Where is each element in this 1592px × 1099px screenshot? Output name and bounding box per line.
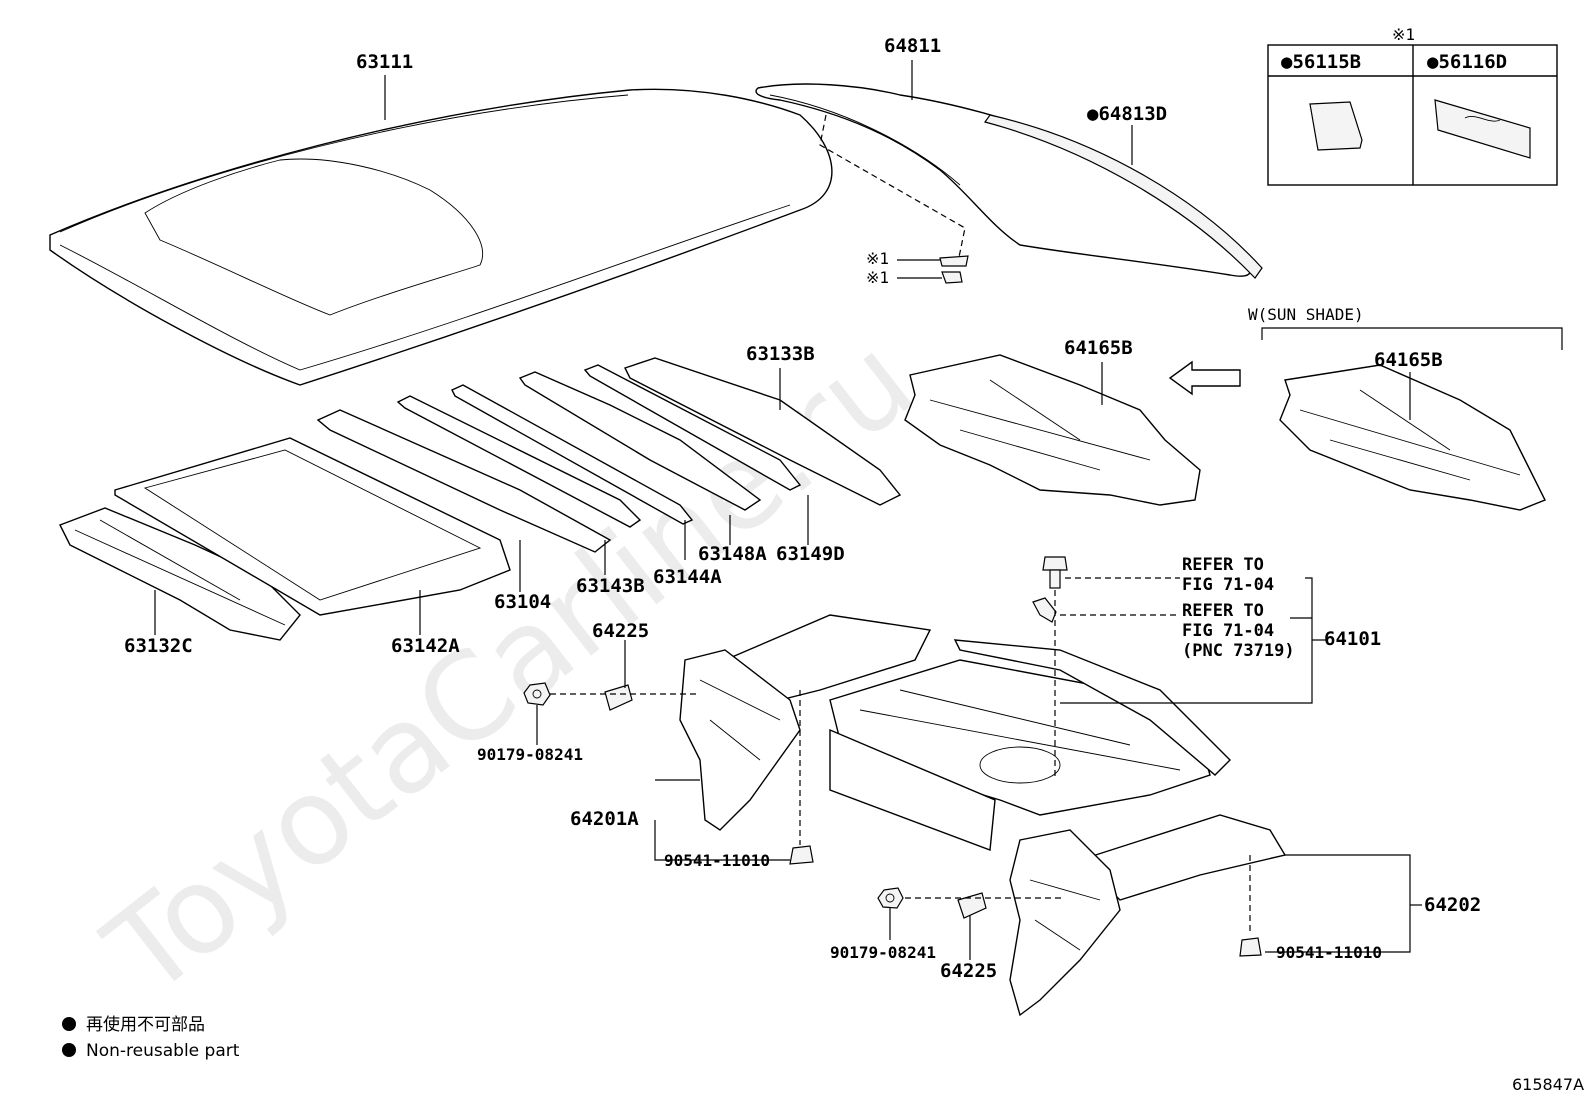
bolt-part <box>1042 556 1068 589</box>
part-label-90541-left: 90541-11010 <box>664 851 770 870</box>
part-label-64165B-shade: 64165B <box>1374 349 1443 371</box>
part-label-64225-bottom: 64225 <box>940 960 997 982</box>
roof-bow-63143B <box>396 395 642 528</box>
legend-bullet-icon-2 <box>62 1043 76 1057</box>
nut-right <box>877 887 904 909</box>
part-label-63148A: 63148A <box>698 543 767 565</box>
part-label-64101: 64101 <box>1324 628 1381 650</box>
legend-japanese: 再使用不可部品 <box>86 1014 205 1035</box>
sunroof-reinforcement-frame <box>114 437 511 616</box>
roof-bow-63149D <box>583 364 802 491</box>
legend-english: Non-reusable part <box>86 1041 240 1061</box>
side-panel-left <box>679 614 932 831</box>
roof-panel <box>49 88 833 386</box>
window-molding <box>984 114 1263 279</box>
refer-note-2-line1: REFER TO <box>1182 601 1264 621</box>
part-label-63132C: 63132C <box>124 635 193 657</box>
part-label-90179-left: 90179-08241 <box>477 745 583 764</box>
refer-note-1-line1: REFER TO <box>1182 555 1264 575</box>
roof-bow-63148A <box>518 371 762 511</box>
rear-header-panel <box>624 357 902 506</box>
front-header-panel <box>59 507 301 641</box>
clip-inset-box <box>1267 44 1558 186</box>
part-label-63149D: 63149D <box>776 543 845 565</box>
inset-label-56116D: ●56116D <box>1427 51 1507 73</box>
roof-bow-63104 <box>316 409 612 553</box>
refer-note-2-line2: FIG 71-04 <box>1182 621 1274 641</box>
part-label-64811: 64811 <box>884 35 941 57</box>
nut-left <box>523 682 551 706</box>
bracket-64225-right <box>957 892 987 919</box>
part-label-64813D: ●64813D <box>1087 103 1167 125</box>
part-label-64225-top: 64225 <box>592 620 649 642</box>
plug-right <box>1239 937 1262 957</box>
bracket-part <box>1032 597 1057 623</box>
part-label-63133B: 63133B <box>746 343 815 365</box>
part-label-63111: 63111 <box>356 51 413 73</box>
sun-shade-note: W(SUN SHADE) <box>1248 305 1364 324</box>
inset-mark: ※1 <box>1392 25 1415 44</box>
clip-part-lower <box>941 271 963 284</box>
part-label-63142A: 63142A <box>391 635 460 657</box>
legend-bullet-icon <box>62 1017 76 1031</box>
refer-note-1-line2: FIG 71-04 <box>1182 575 1274 595</box>
arrow-icon <box>1168 360 1241 396</box>
part-label-63144A: 63144A <box>653 566 722 588</box>
part-label-63143B: 63143B <box>576 575 645 597</box>
plug-left <box>789 845 814 865</box>
part-label-64202: 64202 <box>1424 894 1481 916</box>
part-label-90541-right: 90541-11010 <box>1276 943 1382 962</box>
part-label-64165B-main: 64165B <box>1064 337 1133 359</box>
clip-note-lower: ※1 <box>866 268 889 287</box>
sunshade-panel-main <box>904 354 1201 506</box>
side-panel-right <box>1009 814 1287 1017</box>
bracket-64225-left <box>604 684 633 711</box>
roof-bow-63144A <box>451 384 694 525</box>
refer-note-2-line3: (PNC 73719) <box>1182 641 1295 661</box>
inset-label-56115B: ●56115B <box>1281 51 1361 73</box>
figure-id: 615847A <box>1512 1075 1584 1094</box>
clip-note-upper: ※1 <box>866 249 889 268</box>
part-label-63104: 63104 <box>494 591 551 613</box>
back-window-glass <box>755 83 1252 277</box>
sunshade-panel-alt <box>1279 364 1546 511</box>
clip-part-upper <box>939 255 969 267</box>
part-label-64201A: 64201A <box>570 808 639 830</box>
package-tray-panel <box>829 639 1231 851</box>
part-label-90179-right: 90179-08241 <box>830 943 936 962</box>
